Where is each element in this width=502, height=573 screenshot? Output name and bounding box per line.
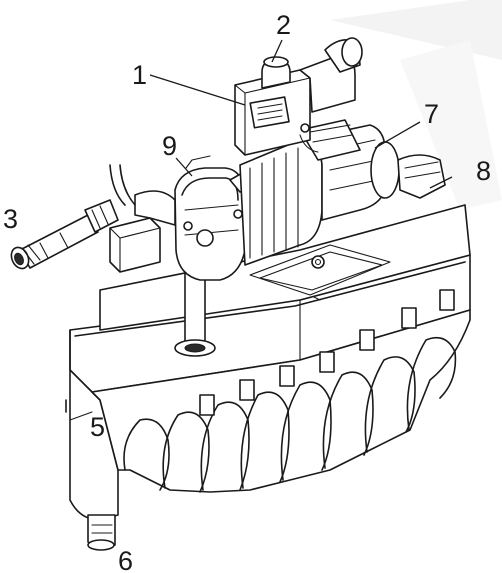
leader-line-9 xyxy=(175,157,193,177)
inlet-hose xyxy=(10,164,136,270)
callout-6: 6 xyxy=(118,546,133,573)
leader-line-2 xyxy=(271,39,283,63)
solenoid-valve-box xyxy=(109,190,176,273)
tank-housing xyxy=(65,254,471,521)
callout-9: 9 xyxy=(162,131,177,161)
callout-8: 8 xyxy=(476,156,491,186)
pressure-switch xyxy=(234,37,363,156)
drain-spout xyxy=(87,514,116,551)
callout-2: 2 xyxy=(276,10,291,40)
leader-line-1 xyxy=(149,74,246,106)
motor-body xyxy=(239,119,400,266)
leader-line-8 xyxy=(429,176,453,189)
watermark xyxy=(400,40,502,210)
callout-1: 1 xyxy=(132,60,147,90)
callout-7: 7 xyxy=(424,99,439,129)
leader-line-7 xyxy=(374,121,421,149)
fan-cover xyxy=(397,154,446,199)
callout-5: 5 xyxy=(90,412,105,442)
callout-3: 3 xyxy=(3,204,18,234)
